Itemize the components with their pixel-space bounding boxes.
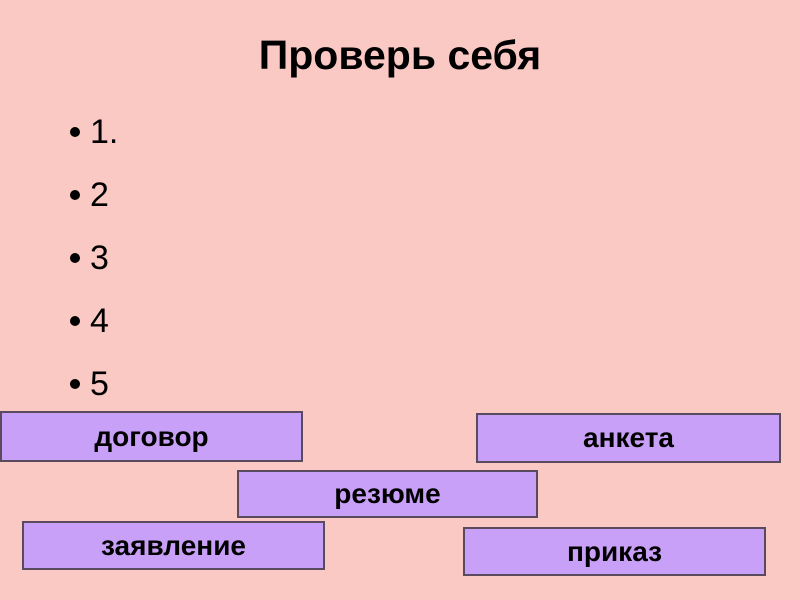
bullet-dot-icon (70, 253, 80, 263)
bullet-dot-icon (70, 379, 80, 389)
list-item: 5 (62, 362, 662, 425)
bullet-dot-icon (70, 127, 80, 137)
word-box-prikaz[interactable]: приказ (463, 527, 766, 576)
list-item-label: 4 (90, 302, 109, 340)
page-title: Проверь себя (258, 32, 542, 78)
list-item-label: 2 (90, 176, 109, 214)
bullet-dot-icon (70, 190, 80, 200)
answer-bullet-list: 1. 2 3 4 5 (62, 110, 662, 425)
list-item: 2 (62, 173, 662, 236)
word-box-anketa[interactable]: анкета (476, 413, 781, 463)
list-item: 1. (62, 110, 662, 173)
bullet-dot-icon (70, 316, 80, 326)
word-box-dogovor[interactable]: договор (0, 411, 303, 462)
list-item-label: 5 (90, 365, 109, 403)
list-item: 3 (62, 236, 662, 299)
word-box-zayavlenie[interactable]: заявление (22, 521, 325, 570)
list-item: 4 (62, 299, 662, 362)
word-box-rezume[interactable]: резюме (237, 470, 538, 518)
list-item-label: 3 (90, 239, 109, 277)
list-item-label: 1. (90, 113, 119, 151)
